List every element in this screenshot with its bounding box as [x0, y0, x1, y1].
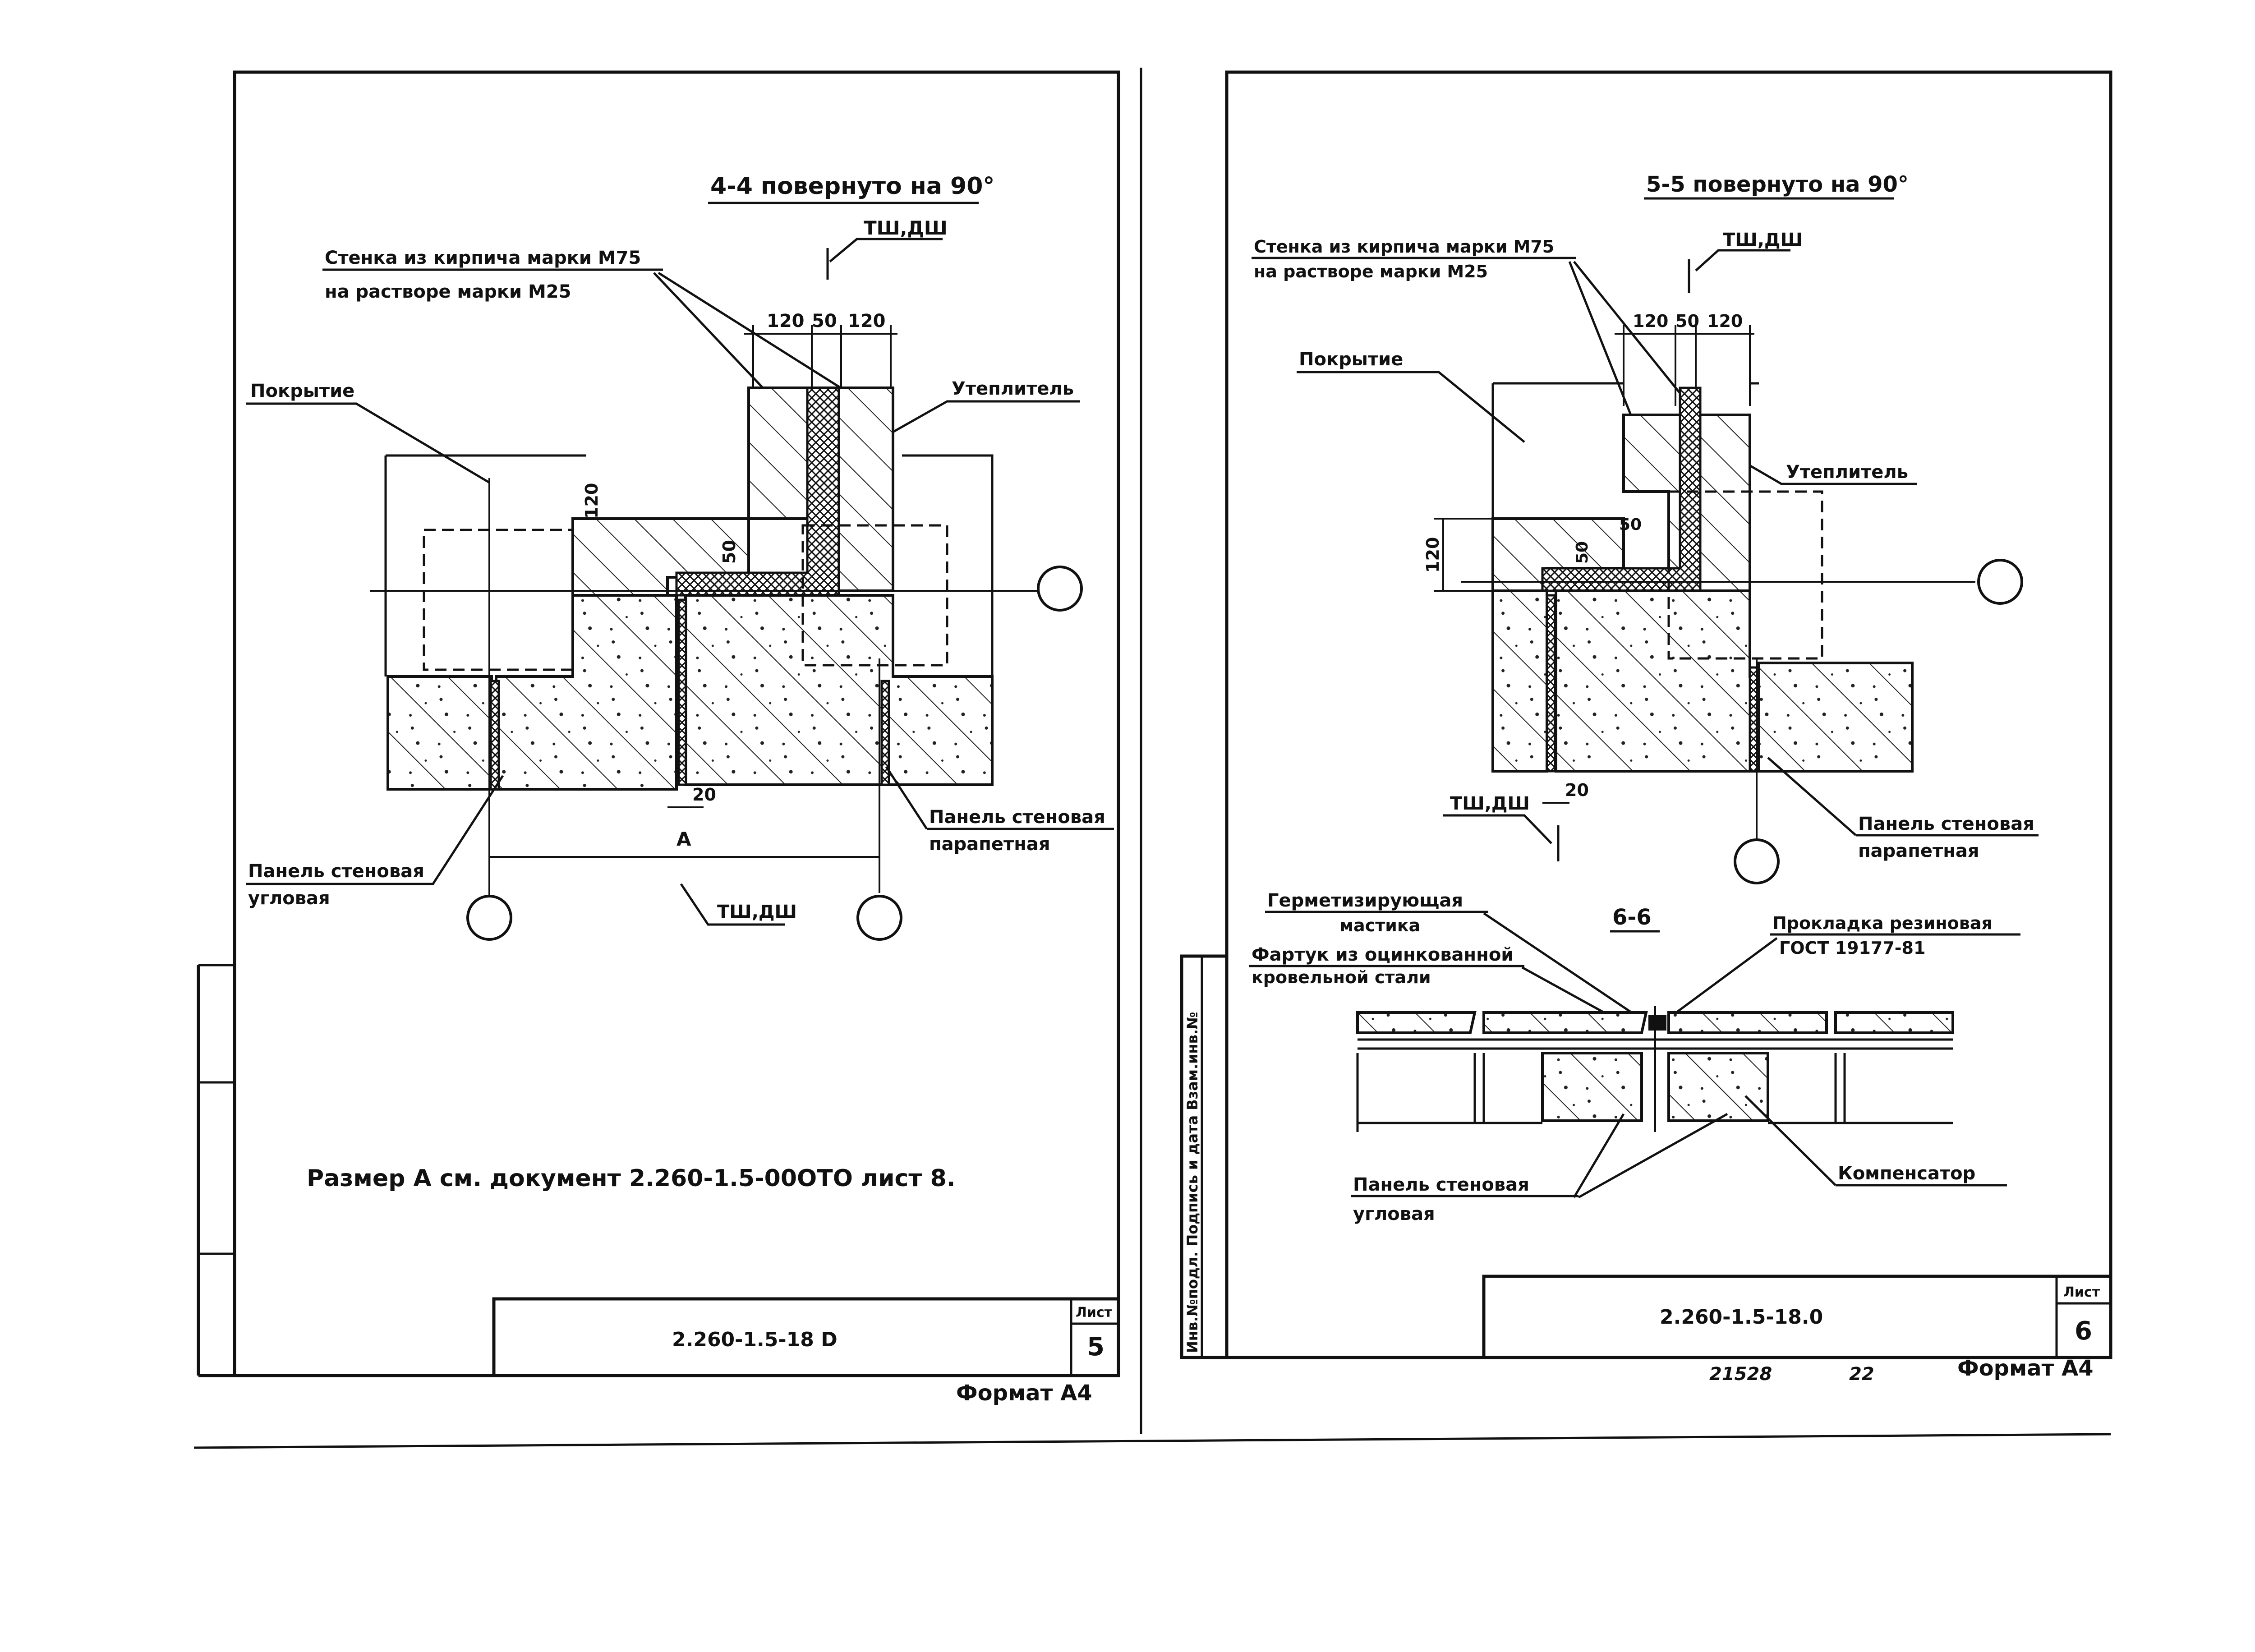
bottom-rule: [193, 1433, 2111, 1449]
left-dim-a: А: [676, 828, 691, 850]
right-title-block: 2.260-1.5-18.0 Лист 6: [1482, 1275, 2112, 1359]
left-binding-strip: [197, 964, 235, 1377]
right-detail-6-6: [1356, 1006, 1954, 1132]
right-doc-code: 2.260-1.5-18.0: [1660, 1306, 1823, 1329]
right-dim-v50a: 50: [1619, 515, 1642, 534]
right-dim-gap20: 20: [1565, 780, 1589, 800]
right-sealant-2: мастика: [1339, 916, 1420, 935]
left-panel-parapet-2: парапетная: [929, 834, 1050, 855]
left-insulation-label: Утеплитель: [952, 378, 1074, 399]
left-panel-corner-2: угловая: [248, 888, 330, 909]
right-footer-mid: 22: [1849, 1364, 1874, 1385]
left-title-block: 2.260-1.5-18 D Лист 5: [492, 1297, 1120, 1377]
left-dim-v50: 50: [719, 540, 739, 564]
right-tag-bottom: ТШ,ДШ: [1450, 793, 1530, 814]
right-gasket-2: ГОСТ 19177-81: [1779, 938, 1925, 958]
left-dim-d3: 120: [848, 311, 886, 331]
right-section-title: 5-5 повернуто на 90°: [1646, 172, 1909, 197]
left-tag-bottom: ТШ,ДШ: [717, 902, 797, 922]
right-panel-parapet-1: Панель стеновая: [1858, 814, 2034, 834]
right-stamp-text: Инв.№подл. Подпись и дата Взам.инв.№: [1184, 1012, 1201, 1353]
right-dim-d2: 50: [1675, 311, 1699, 331]
left-format: Формат А4: [956, 1381, 1092, 1406]
left-dim-d2: 50: [812, 311, 837, 331]
left-detail-4-4: 120 50 20 А: [370, 387, 1083, 941]
right-dims-top: 120 50 120: [1615, 311, 1754, 406]
left-sheet-label: Лист: [1076, 1305, 1113, 1321]
left-sheet-no: 5: [1087, 1332, 1104, 1362]
left-doc-code: 2.260-1.5-18 D: [672, 1328, 838, 1351]
right-tag-top: ТШ,ДШ: [1723, 230, 1803, 250]
left-wall-label-1: Стенка из кирпича марки М75: [325, 248, 641, 268]
left-panel-parapet-1: Панель стеновая: [929, 807, 1105, 828]
left-panel-corner-1: Панель стеновая: [248, 861, 424, 882]
left-dims-top: 120 50 120: [744, 311, 897, 397]
right-sheet-no: 6: [2075, 1316, 2092, 1346]
right-sheet-label: Лист: [2063, 1284, 2100, 1300]
right-apron-2: кровельной стали: [1252, 967, 1431, 987]
right-dim-d1: 120: [1633, 311, 1668, 331]
right-panel-corner-1: Панель стеновая: [1353, 1174, 1529, 1195]
sheet-left: 4-4 повернуто на 90° ТШ,ДШ Стенка из кир…: [197, 70, 1120, 1406]
right-wall-label-1: Стенка из кирпича марки М75: [1254, 237, 1554, 257]
left-note: Размер А см. документ 2.260-1.5-00ОТО ли…: [307, 1165, 956, 1192]
sheet-right: Инв.№подл. Подпись и дата Взам.инв.№ 5-5…: [1180, 70, 2112, 1385]
left-dim-d1: 120: [767, 311, 805, 331]
right-panel-parapet-2: парапетная: [1858, 841, 1979, 861]
left-section-title: 4-4 повернуто на 90°: [710, 173, 994, 200]
right-dim-d3: 120: [1707, 311, 1743, 331]
right-stamp-column: Инв.№подл. Подпись и дата Взам.инв.№: [1180, 954, 1229, 1359]
right-wall-label-2: на растворе марки М25: [1254, 262, 1488, 281]
right-sealant-1: Герметизирующая: [1267, 890, 1463, 911]
right-footer-left: 21528: [1709, 1364, 1772, 1385]
left-roof-label: Покрытие: [250, 381, 354, 401]
right-section66-title: 6-6: [1612, 905, 1652, 930]
right-compensator: Компенсатор: [1838, 1163, 1975, 1184]
right-gasket-1: Прокладка резиновая: [1772, 913, 1993, 933]
left-dim-gap20: 20: [692, 785, 716, 805]
left-tag-top: ТШ,ДШ: [864, 217, 948, 239]
right-dim-v50b: 50: [1573, 541, 1592, 564]
right-format: Формат А4: [1957, 1356, 2094, 1381]
right-apron-1: Фартук из оцинкованной: [1252, 944, 1514, 965]
left-dim-v120: 120: [582, 483, 602, 519]
right-panel-corner-2: угловая: [1353, 1204, 1435, 1224]
right-insulation-label: Утеплитель: [1786, 462, 1908, 483]
left-wall-label-2: на растворе марки М25: [325, 281, 571, 302]
right-detail-5-5: 120 50 50 20: [1423, 382, 2023, 884]
right-dim-v120: 120: [1423, 537, 1443, 573]
right-roof-label: Покрытие: [1299, 349, 1403, 370]
